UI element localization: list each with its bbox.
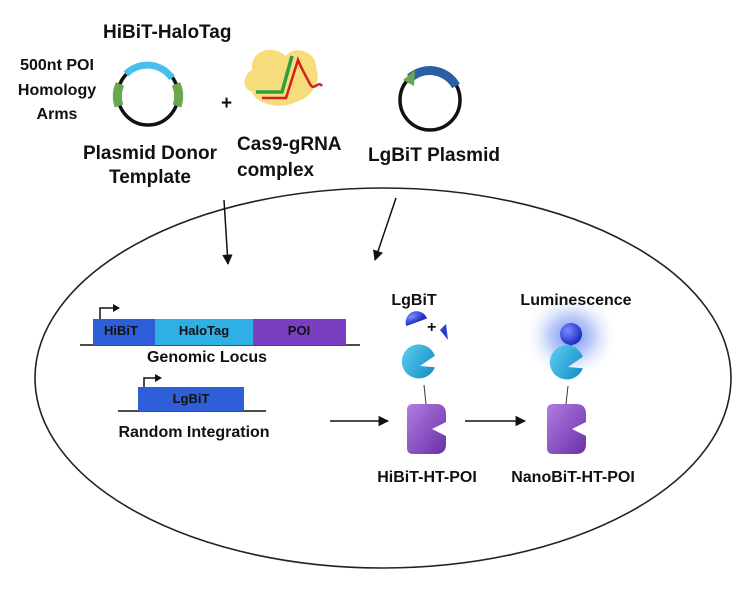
poi-segment: [253, 319, 346, 345]
lgbit-segment-label: LgBiT: [172, 391, 210, 406]
poi-segment-label: POI: [287, 323, 311, 338]
halotag-pacman-icon: [401, 344, 435, 379]
genomic-locus-construct: [80, 304, 360, 346]
halotag-segment: [155, 319, 253, 345]
donor-arrow: [222, 199, 233, 266]
hibit-segment: [93, 319, 155, 345]
hibit-halotag-label: HiBiT-HaloTag: [103, 22, 232, 43]
donor-template-label-line1: Plasmid Donor: [82, 143, 218, 164]
lgbit-fragment-icon: [405, 311, 427, 327]
cas9-complex-label-line2: complex: [237, 160, 315, 181]
cell-boundary: [34, 187, 732, 569]
cas9-complex-label-line1: Cas9-gRNA: [237, 134, 342, 155]
hibit-ht-poi-label: HiBiT-HT-POI: [377, 469, 477, 486]
halotag-pacman-icon: [549, 345, 583, 380]
nanobit-ht-poi-label: NanoBiT-HT-POI: [511, 469, 635, 486]
lgbit-plasmid-arrow: [373, 197, 397, 261]
homology-arms-label-line1: 500nt POI: [20, 57, 94, 74]
lgbit-segment: [138, 387, 244, 411]
genomic-locus-label: Genomic Locus: [146, 349, 268, 366]
homology-arms-label-line3: Arms: [36, 106, 78, 123]
poi-protein-icon: [407, 404, 446, 454]
hibit-segment-label: HiBiT: [104, 323, 138, 338]
donor-template-label-line2: Template: [108, 167, 192, 188]
donor-plasmid-icon: [112, 61, 184, 127]
poi-protein-icon: [547, 404, 586, 454]
lgbit-plasmid-icon: [398, 66, 462, 132]
random-integration-label: Random Integration: [118, 424, 270, 441]
luminescence-label: Luminescence: [520, 292, 632, 309]
nanobit-ball-icon: [560, 323, 582, 345]
nanobit-ht-poi-molecule: [523, 292, 619, 454]
plus-sign: +: [221, 93, 233, 114]
homology-arms-label-line2: Homology: [17, 82, 97, 99]
binding-plus-sign: +: [427, 319, 437, 336]
hibit-ht-poi-molecule: [401, 311, 448, 454]
halotag-segment-label: HaloTag: [178, 323, 230, 338]
lgbit-fragment-label: LgBiT: [391, 292, 437, 309]
random-integration-construct: [118, 374, 266, 412]
cas9-grna-icon: [244, 49, 324, 106]
lgbit-plasmid-label: LgBiT Plasmid: [368, 145, 500, 166]
hibit-fragment-icon: [440, 324, 448, 340]
